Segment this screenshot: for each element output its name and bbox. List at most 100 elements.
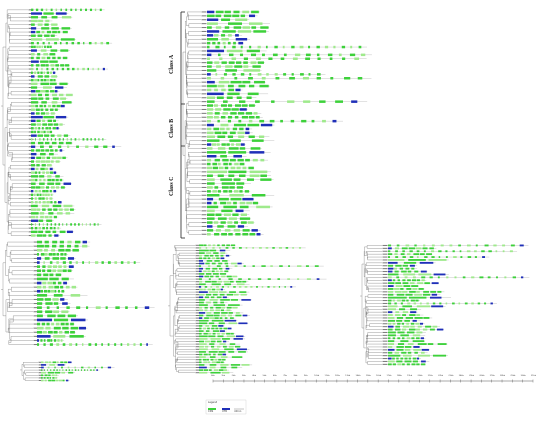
gene-exon (210, 306, 214, 309)
gene-exon (120, 343, 123, 346)
gene-exon (218, 267, 223, 270)
gene-exon (34, 127, 38, 130)
gene-label (195, 322, 201, 324)
gene-exon (39, 212, 45, 215)
gene-exon (85, 223, 87, 226)
gene-exon (31, 197, 34, 200)
legend-title: Legend (208, 401, 218, 404)
scale-tick-label: 27kb (489, 375, 495, 377)
gene-label (195, 250, 201, 251)
gene-exon (199, 322, 208, 325)
gene-exon (218, 322, 225, 325)
gene-exon (268, 57, 273, 60)
gene-exon (228, 278, 233, 280)
gene-exon (212, 332, 216, 335)
gene-exon (54, 41, 58, 45)
gene-exon (70, 322, 74, 326)
gene-exon (284, 286, 286, 288)
gene-exon (237, 225, 245, 228)
gene-exon (225, 254, 230, 257)
gene-exon (274, 73, 278, 76)
gene-exon (57, 134, 62, 137)
gene-exon (210, 286, 213, 288)
gene-exon (467, 244, 471, 247)
gene-exon (199, 332, 202, 335)
gene-exon (55, 182, 61, 185)
gene-exon (209, 291, 219, 293)
gene-exon (394, 328, 401, 331)
gene-exon (406, 337, 411, 340)
gene-exon (260, 26, 269, 29)
gene-exon (31, 141, 36, 145)
gene-exon (265, 247, 269, 249)
gene-exon (52, 257, 60, 260)
gene-exon (206, 358, 209, 361)
gene-exon (238, 135, 245, 138)
gene-exon (416, 290, 420, 293)
gene-exon (388, 253, 393, 256)
gene-exon (388, 288, 394, 290)
gene-exon (226, 293, 234, 296)
gene-exon (226, 96, 233, 99)
gene-exon (233, 293, 239, 296)
gene-exon (215, 254, 219, 257)
gene-exon (207, 225, 213, 228)
gene-exon (57, 339, 60, 342)
gene-exon (416, 363, 420, 366)
gene-exon (409, 314, 416, 316)
gene-exon (423, 317, 430, 319)
gene-exon (53, 318, 69, 322)
gene-label (33, 241, 39, 243)
gene-exon (62, 261, 66, 264)
gene-exon (77, 67, 79, 71)
gene-exon (31, 156, 35, 160)
gene-exon (52, 230, 57, 234)
gene-exon (218, 278, 221, 280)
gene-exon (38, 223, 41, 226)
gene-exon (211, 143, 217, 146)
gene-exon (64, 253, 67, 256)
gene-exon (232, 247, 235, 249)
gene-exon (62, 56, 68, 60)
gene-exon (44, 257, 50, 260)
gene-exon (55, 8, 58, 12)
gene-exon (237, 30, 252, 33)
gene-exon (388, 305, 398, 308)
gene-exon (48, 330, 53, 334)
gene-exon (351, 100, 358, 103)
gene-label (195, 356, 201, 358)
gene-exon (218, 197, 229, 201)
gene-exon (31, 201, 34, 204)
scale-tick-label: 12kb (334, 375, 340, 377)
gene-exon (248, 116, 255, 119)
gene-exon (242, 80, 251, 84)
gene-exon (46, 377, 49, 379)
gene-exon (252, 265, 255, 267)
gene-exon (396, 348, 404, 351)
gene-exon (388, 296, 407, 299)
gene-exon (222, 260, 228, 262)
gene-exon (86, 138, 89, 141)
gene-exon (41, 16, 48, 19)
gene-exon (59, 330, 63, 334)
gene-exon (227, 84, 234, 88)
gene-exon (55, 86, 64, 89)
gene-exon (54, 108, 58, 111)
gene-exon (477, 302, 481, 305)
gene-exon (220, 221, 226, 224)
gene-label (382, 276, 388, 278)
scale-tick-label: 26kb (479, 375, 485, 377)
gene-exon (458, 302, 461, 305)
gene-exon (212, 267, 218, 270)
gene-exon (216, 143, 220, 146)
gene-label (201, 132, 207, 134)
gene-exon (37, 294, 48, 297)
gene-label (201, 116, 207, 118)
gene-exon (207, 84, 217, 88)
gene-label (382, 334, 388, 336)
gene-exon (199, 291, 208, 293)
gene-exon (226, 309, 231, 312)
gene-exon (420, 363, 426, 366)
gene-exon (251, 26, 257, 29)
gene-exon (406, 331, 415, 334)
